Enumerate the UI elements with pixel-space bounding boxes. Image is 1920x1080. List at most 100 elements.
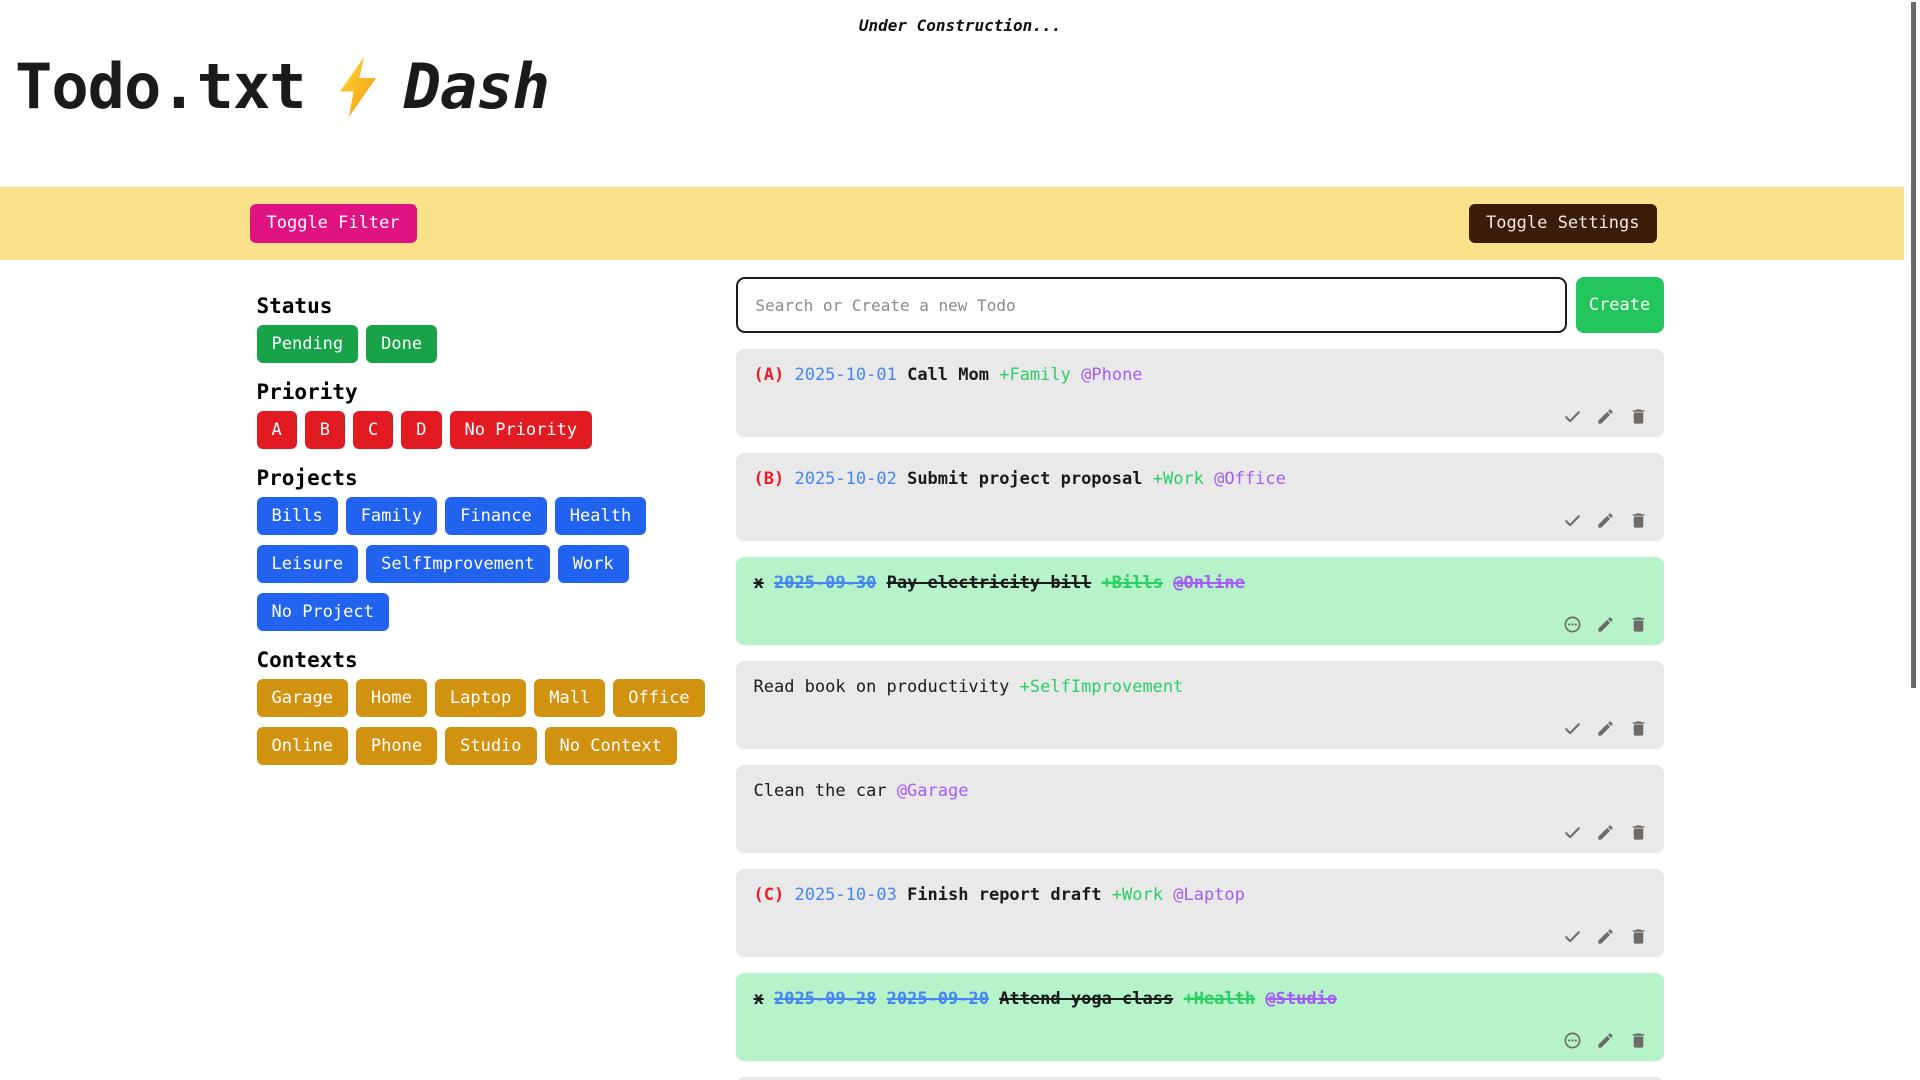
project-filter-button[interactable]: Health	[554, 497, 647, 535]
todo-token-project: +Family	[999, 365, 1071, 385]
delete-icon[interactable]	[1629, 823, 1648, 842]
priority-filter-button[interactable]: B	[304, 411, 345, 449]
priority-filter-button[interactable]: A	[256, 411, 297, 449]
context-filter-button[interactable]: Office	[613, 679, 705, 717]
todo-actions	[1563, 615, 1648, 634]
reopen-icon[interactable]	[1563, 615, 1582, 634]
todo-token-project: +SelfImprovement	[1019, 677, 1184, 697]
complete-icon[interactable]	[1563, 511, 1582, 530]
status-heading: Status	[256, 294, 333, 318]
search-row: Create	[735, 277, 1664, 333]
todo-card-done: x 2025-09-28 2025-09-20 Attend yoga clas…	[735, 973, 1664, 1061]
project-filter-button[interactable]: No Project	[256, 593, 389, 631]
delete-icon[interactable]	[1629, 615, 1648, 634]
todo-token-priority: (A)	[753, 365, 785, 385]
todo-token-text: Call Mom	[907, 365, 989, 385]
todo-token-text: Clean the car	[753, 781, 887, 801]
todo-card: (A) 2025-10-01 Call Mom +Family @Phone	[735, 349, 1664, 437]
complete-icon[interactable]	[1563, 407, 1582, 426]
todo-token-context: @Office	[1214, 469, 1286, 489]
todo-main: Create (A) 2025-10-01 Call Mom +Family @…	[735, 277, 1664, 1080]
status-filter-button[interactable]: Done	[366, 325, 438, 363]
todo-token-context: @Laptop	[1173, 885, 1245, 905]
edit-icon[interactable]	[1596, 615, 1615, 634]
project-filter-button[interactable]: Leisure	[256, 545, 359, 583]
toggle-filter-button[interactable]: Toggle Filter	[249, 204, 417, 243]
projects-heading: Projects	[256, 466, 358, 490]
delete-icon[interactable]	[1629, 407, 1648, 426]
scrollbar-thumb[interactable]	[1911, 2, 1916, 688]
complete-icon[interactable]	[1563, 823, 1582, 842]
todo-token-date: 2025-10-03	[794, 885, 897, 905]
toggle-settings-button[interactable]: Toggle Settings	[1468, 204, 1657, 243]
todo-actions	[1563, 407, 1648, 426]
lightning-bolt-icon	[334, 56, 382, 118]
todo-token-text: Attend yoga class	[999, 989, 1174, 1009]
context-filter-button[interactable]: No Context	[544, 727, 677, 765]
priority-filter-button[interactable]: No Priority	[449, 411, 593, 449]
todo-token-date: 2025-09-28	[774, 989, 877, 1009]
edit-icon[interactable]	[1596, 407, 1615, 426]
delete-icon[interactable]	[1629, 511, 1648, 530]
todo-actions	[1563, 927, 1648, 946]
todo-card: (B) 2025-10-02 Submit project proposal +…	[735, 453, 1664, 541]
todo-list: (A) 2025-10-01 Call Mom +Family @Phone (B…	[735, 349, 1664, 1080]
todo-token-date: 2025-10-02	[794, 469, 897, 489]
todo-card: Read book on productivity +SelfImproveme…	[735, 661, 1664, 749]
contexts-heading: Contexts	[256, 648, 358, 672]
edit-icon[interactable]	[1596, 1031, 1615, 1050]
create-button[interactable]: Create	[1575, 277, 1664, 333]
toolbar: Toggle Filter Toggle Settings	[0, 187, 1906, 260]
todo-actions	[1563, 1031, 1648, 1050]
context-filter-button[interactable]: Laptop	[434, 679, 527, 717]
context-filter-button[interactable]: Phone	[355, 727, 438, 765]
project-filter-button[interactable]: SelfImprovement	[366, 545, 550, 583]
edit-icon[interactable]	[1596, 927, 1615, 946]
scrollbar[interactable]	[1904, 0, 1920, 1080]
header: Under Construction... Todo.txt Dash	[0, 0, 1920, 119]
project-filter-button[interactable]: Finance	[445, 497, 547, 535]
todo-text: x 2025-09-30 Pay electricity bill +Bills…	[754, 572, 1646, 594]
todo-token-project: +Work	[1152, 469, 1204, 489]
project-filter-button[interactable]: Work	[557, 545, 629, 583]
todo-token-project: +Bills	[1101, 573, 1163, 593]
todo-card: (C) 2025-10-03 Finish report draft +Work…	[735, 869, 1664, 957]
complete-icon[interactable]	[1563, 927, 1582, 946]
edit-icon[interactable]	[1596, 823, 1615, 842]
search-input[interactable]	[735, 277, 1567, 333]
edit-icon[interactable]	[1596, 719, 1615, 738]
delete-icon[interactable]	[1629, 1031, 1648, 1050]
app-title-right: Dash	[403, 50, 550, 123]
delete-icon[interactable]	[1629, 719, 1648, 738]
context-filter-button[interactable]: Studio	[445, 727, 537, 765]
priority-filter-button[interactable]: C	[353, 411, 394, 449]
context-filter-button[interactable]: Online	[256, 727, 348, 765]
project-filter-button[interactable]: Family	[345, 497, 438, 535]
todo-token-project: +Work	[1111, 885, 1163, 905]
context-filter-button[interactable]: Garage	[256, 679, 348, 717]
todo-token-text: x	[753, 989, 764, 1009]
todo-token-text: Finish report draft	[907, 885, 1102, 905]
todo-token-date: 2025-10-01	[794, 365, 897, 385]
todo-token-priority: (C)	[753, 885, 785, 905]
status-filter-button[interactable]: Pending	[256, 325, 359, 363]
complete-icon[interactable]	[1563, 719, 1582, 738]
todo-card-done: x 2025-09-30 Pay electricity bill +Bills…	[735, 557, 1664, 645]
project-filter-button[interactable]: Bills	[256, 497, 338, 535]
reopen-icon[interactable]	[1563, 1031, 1582, 1050]
todo-text: Read book on productivity +SelfImproveme…	[754, 676, 1646, 698]
todo-actions	[1563, 823, 1648, 842]
todo-token-text: x	[753, 573, 764, 593]
todo-token-context: @Studio	[1265, 989, 1338, 1009]
context-filter-button[interactable]: Mall	[534, 679, 606, 717]
delete-icon[interactable]	[1629, 927, 1648, 946]
todo-card-partial	[735, 1077, 1664, 1080]
edit-icon[interactable]	[1596, 511, 1615, 530]
priority-filter-button[interactable]: D	[401, 411, 442, 449]
context-filter-button[interactable]: Home	[355, 679, 427, 717]
